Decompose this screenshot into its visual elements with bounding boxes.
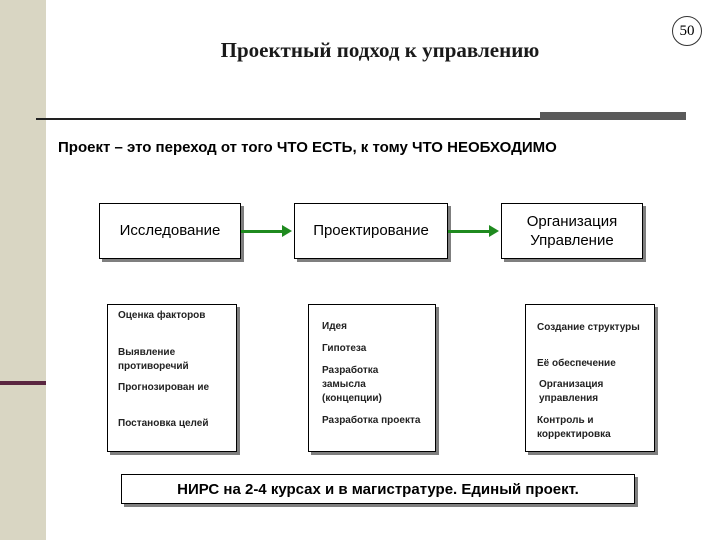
arrow-design-to-organization <box>448 225 499 237</box>
project-definition: Проект – это переход от того ЧТО ЕСТЬ, к… <box>58 139 557 156</box>
detail-item: Постановка целей <box>118 418 209 429</box>
details-research: Оценка факторов Выявление противоречий П… <box>107 304 237 452</box>
side-panel-accent <box>0 381 46 385</box>
title-underline-accent <box>540 112 686 120</box>
detail-item: Оценка факторов <box>118 310 206 321</box>
details-organization: Создание структуры Её обеспечение Органи… <box>525 304 655 452</box>
detail-item: Организация управления <box>539 379 604 404</box>
detail-item: Прогнозирован ие <box>118 382 210 393</box>
detail-item: Её обеспечение <box>537 358 616 369</box>
stage-research: Исследование <box>99 203 241 259</box>
stage-label: Проектирование <box>313 222 429 240</box>
title-underline <box>36 118 686 120</box>
detail-item: Разработка замысла (концепции) <box>322 365 382 404</box>
footer-note: НИРС на 2-4 курсах и в магистратуре. Еди… <box>121 474 635 504</box>
arrow-research-to-design <box>241 225 292 237</box>
slide-number: 50 <box>672 16 702 46</box>
stage-organization: Организация Управление <box>501 203 643 259</box>
detail-item: Контроль и корректировка <box>537 415 611 440</box>
slide-title: Проектный подход к управлению <box>220 38 540 62</box>
footer-text: НИРС на 2-4 курсах и в магистратуре. Еди… <box>177 480 579 498</box>
side-panel <box>0 0 46 540</box>
detail-item: Создание структуры <box>537 322 640 333</box>
detail-item: Гипотеза <box>322 343 367 354</box>
details-design: Идея Гипотеза Разработка замысла (концеп… <box>308 304 436 452</box>
stage-label: Организация Управление <box>526 212 618 250</box>
stage-label: Исследование <box>119 222 221 240</box>
stage-design: Проектирование <box>294 203 448 259</box>
detail-item: Разработка проекта <box>322 415 421 426</box>
detail-item: Выявление противоречий <box>118 347 189 372</box>
detail-item: Идея <box>322 321 347 332</box>
